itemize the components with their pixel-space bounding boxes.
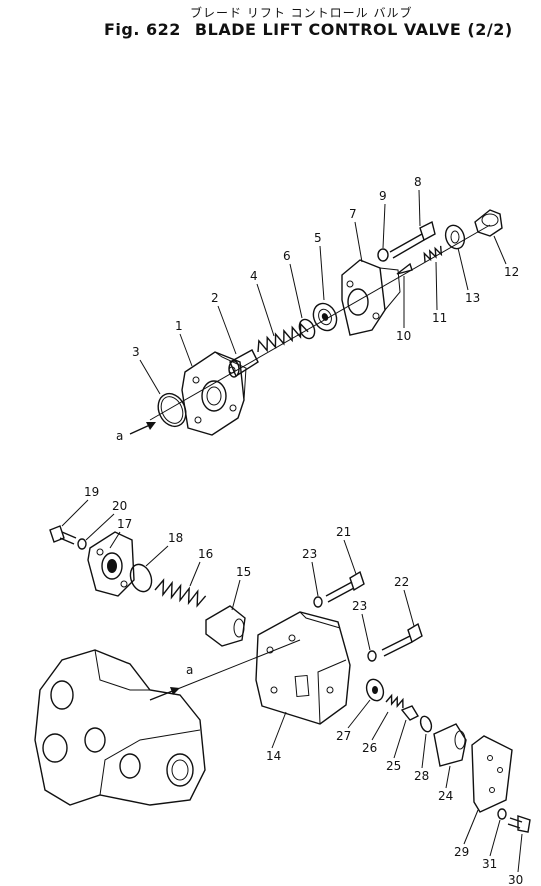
part-11-spring: [423, 245, 443, 263]
reference-arrow-a-upper: [129, 422, 156, 435]
callout-29: 29: [454, 845, 469, 859]
part-8-bolt: [389, 220, 436, 259]
part-16-spring: [154, 578, 207, 608]
part-15-sleeve: [205, 605, 246, 647]
callout-2: 2: [211, 291, 219, 305]
callout-18: 18: [168, 531, 183, 545]
reference-a-lower: a: [186, 663, 193, 677]
callout-11: 11: [432, 311, 447, 325]
part-29-cover-plate: [471, 735, 513, 813]
part-3-o-ring-inner: [160, 396, 184, 424]
title-japanese: ブレード リフト コントロール バルブ: [190, 6, 413, 20]
part-27-nut: [365, 678, 385, 702]
callout-9: 9: [379, 189, 387, 203]
callout-31: 31: [482, 857, 497, 871]
part-23-ring-lower: [367, 650, 377, 662]
callout-1: 1: [175, 319, 183, 333]
part-25-poppet: [400, 705, 419, 721]
callout-25: 25: [386, 759, 401, 773]
part-10-poppet: [396, 262, 413, 275]
callout-20: 20: [112, 499, 127, 513]
callout-27: 27: [336, 729, 351, 743]
part-13-nut: [444, 224, 466, 250]
figure-title: Fig. 622 BLADE LIFT CONTROL VALVE (2/2): [104, 20, 513, 39]
callout-labels: 1 2 3 4 5 6 7 8 9 10 11 12 13 14 15 16 1…: [61, 175, 523, 886]
part-4-spring: [257, 322, 309, 353]
callout-8: 8: [414, 175, 422, 189]
upper-assembly-axis: [149, 224, 491, 421]
reference-a-upper: a: [116, 429, 123, 443]
part-18-o-ring: [129, 563, 153, 593]
part-19-bolt: [49, 525, 77, 545]
callout-22: 22: [394, 575, 409, 589]
callout-4: 4: [250, 269, 258, 283]
part-20-washer: [77, 538, 87, 550]
part-17-flange: [87, 531, 135, 597]
callout-13: 13: [465, 291, 480, 305]
callout-30: 30: [508, 873, 523, 886]
callout-7: 7: [349, 207, 357, 221]
lower-assembly-leader: [174, 639, 301, 691]
main-valve-housing: [34, 649, 206, 806]
part-28-o-ring: [419, 715, 433, 733]
part-21-bolt: [325, 570, 365, 603]
part-31-washer: [497, 808, 507, 820]
callout-16: 16: [198, 547, 213, 561]
callout-23-lower: 23: [352, 599, 367, 613]
callout-28: 28: [414, 769, 429, 783]
callout-14: 14: [266, 749, 281, 763]
part-14-valve-body: [255, 611, 351, 725]
callout-17: 17: [117, 517, 132, 531]
callout-24: 24: [438, 789, 453, 803]
callout-15: 15: [236, 565, 251, 579]
part-23-ring-upper: [313, 596, 323, 608]
part-6-o-ring: [298, 318, 316, 340]
callout-23-upper: 23: [302, 547, 317, 561]
part-26-spring: [385, 693, 404, 709]
reference-arrow-a-lower: [149, 687, 180, 701]
callout-21: 21: [336, 525, 351, 539]
part-2-sleeve: [228, 349, 259, 378]
callout-26: 26: [362, 741, 377, 755]
part-24-cylinder: [433, 723, 467, 767]
callout-19: 19: [84, 485, 99, 499]
part-7-cover: [341, 259, 401, 336]
callout-3: 3: [132, 345, 140, 359]
callout-5: 5: [314, 231, 322, 245]
figure-number: Fig. 622: [104, 20, 181, 39]
part-30-bolt: [507, 815, 531, 833]
callout-12: 12: [504, 265, 519, 279]
figure-name: BLADE LIFT CONTROL VALVE (2/2): [194, 20, 513, 39]
part-12-plug: [474, 209, 503, 237]
part-5-bearing: [312, 302, 338, 332]
callout-10: 10: [396, 329, 411, 343]
part-22-bolt: [381, 622, 423, 657]
part-9-ring: [377, 248, 389, 262]
callout-6: 6: [283, 249, 291, 263]
